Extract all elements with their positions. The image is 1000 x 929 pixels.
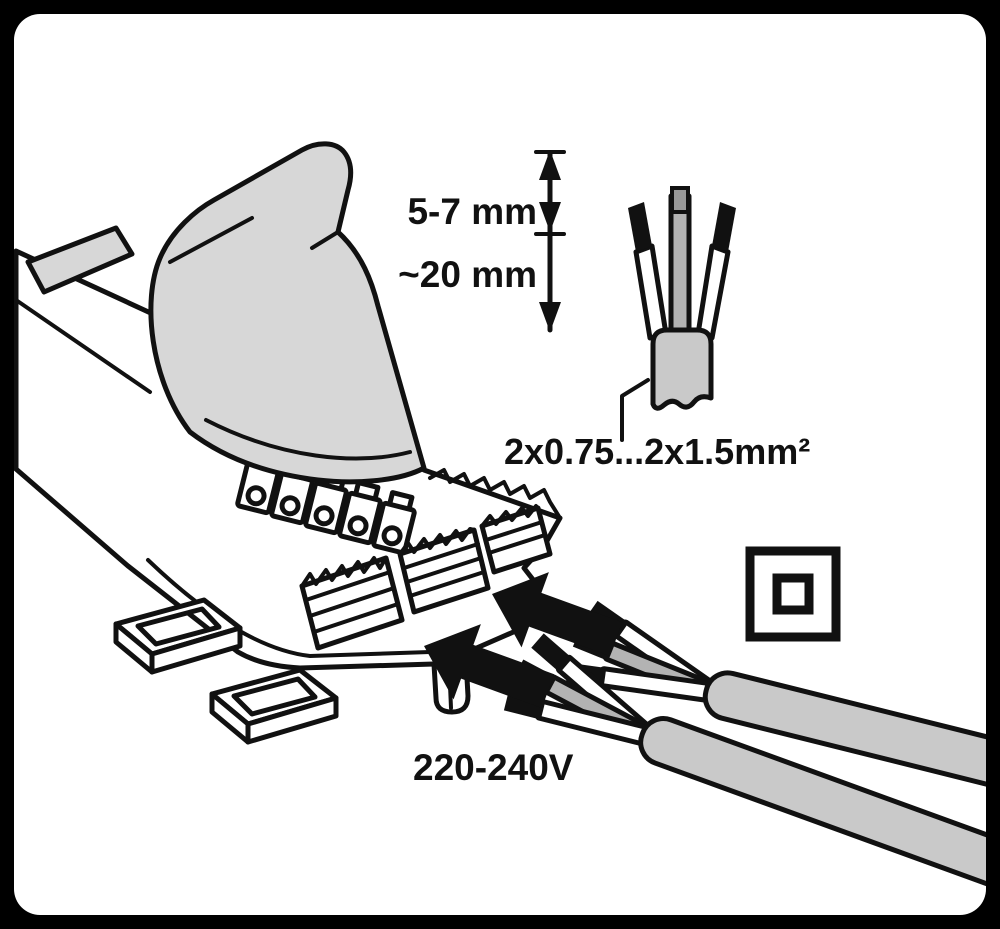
artwork: 5-7 mm ~20 mm 2x0.75...2x1.5mm² 220-240V [14,141,986,915]
housing-ridge-line [14,298,152,394]
terminal-wire-hole [279,495,301,517]
terminal-wire-hole [381,525,403,547]
connector-comb-rear [479,504,553,575]
connector-combs [299,504,553,651]
voltage-label: 220-240V [413,747,574,788]
cable-group [566,600,986,798]
strip-length-dimension: 5-7 mm ~20 mm [398,150,566,333]
cable-group [503,633,986,915]
wire-entry-comb-rim [428,468,562,520]
housing-end-panel [25,225,135,295]
comb-teeth [300,556,388,588]
double-insulation-outer-square [745,546,841,642]
lid-step-line [310,230,340,250]
comb-teeth [398,527,476,556]
lid-shell [148,141,427,485]
terminal-wire-hole [245,485,267,507]
terminal-wire-hole [347,515,369,537]
dimension-arrow-up [539,150,561,180]
stripped-cable-illustration: 2x0.75...2x1.5mm² [504,186,810,472]
right-wire-tip [712,202,736,252]
sheath-length-label: ~20 mm [398,254,537,295]
connector-comb-front [299,555,405,651]
insertion-arrow-upper [492,572,623,657]
insertion-arrows [424,572,623,709]
terminal-wire-hole [313,505,335,527]
cable-sheath [638,716,986,915]
left-wire-tip [628,202,652,252]
hinged-lid [148,141,427,485]
push-in-terminal [337,480,383,546]
dimension-arrow-down-bottom [539,302,561,332]
double-insulation-inner-square [772,573,814,615]
insertion-arrow-lower [424,624,555,709]
strip-length-label: 5-7 mm [407,191,537,232]
double-insulation-icon [745,546,841,642]
comb-teeth [480,504,540,528]
cable-sheath-cut [650,327,714,411]
comb-ribs [484,520,547,555]
mains-cable-upper [566,600,986,798]
comb-ribs [304,570,400,634]
mains-cable-lower [503,633,986,915]
comb-ribs [402,542,486,598]
wire-bare-tip [531,633,573,673]
middle-wire-body [668,193,692,341]
connector-comb-middle [397,527,491,615]
dimension-arrow-down-mid [539,202,561,232]
lid-fold-line [168,216,254,264]
cross-section-leader-line [620,378,650,442]
middle-wire-tip [670,186,690,214]
push-in-terminal [371,490,417,556]
cross-section-label: 2x0.75...2x1.5mm² [504,431,810,472]
cable-sheath [702,670,986,798]
lid-inner-edge [204,418,412,461]
